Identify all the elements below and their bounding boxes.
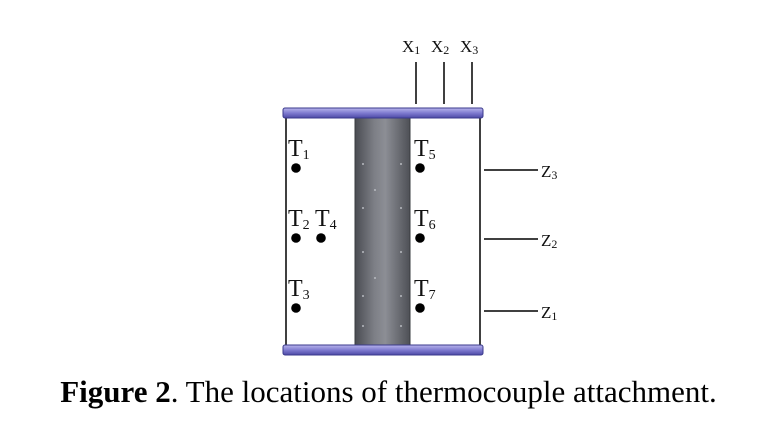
thermocouple-diagram: X1 X2 X3 Z3 Z2 Z1 T1 T2 T4 T3 T5 T6 T7 bbox=[282, 37, 557, 356]
thermocouple-t1-dot bbox=[291, 163, 301, 173]
heater-column bbox=[354, 118, 411, 346]
figure-caption: Figure 2. The locations of thermocouple … bbox=[0, 374, 777, 410]
thermocouple-t4-dot bbox=[316, 233, 326, 243]
x3-label: X3 bbox=[460, 37, 478, 57]
x-probe-lines bbox=[415, 62, 473, 104]
x1-label: X1 bbox=[402, 37, 420, 57]
z-level-lines bbox=[484, 169, 538, 312]
top-plate bbox=[282, 107, 484, 119]
thermocouple-t6-dot bbox=[415, 233, 425, 243]
thermocouple-t4-label: T4 bbox=[315, 206, 337, 233]
thermocouple-t6-label: T6 bbox=[414, 206, 436, 233]
thermocouple-t3-label: T3 bbox=[288, 276, 310, 303]
bottom-plate bbox=[282, 344, 484, 356]
figure-caption-label: Figure 2 bbox=[60, 374, 171, 409]
x2-label: X2 bbox=[431, 37, 449, 57]
thermocouple-t3-dot bbox=[291, 303, 301, 313]
thermocouple-t5-dot bbox=[415, 163, 425, 173]
figure-caption-text: . The locations of thermocouple attachme… bbox=[170, 374, 717, 409]
thermocouple-t1-label: T1 bbox=[288, 136, 310, 163]
thermocouple-t2-label: T2 bbox=[288, 206, 310, 233]
thermocouple-t2-dot bbox=[291, 233, 301, 243]
z2-label: Z2 bbox=[541, 231, 557, 251]
thermocouple-t7-label: T7 bbox=[414, 276, 436, 303]
z1-label: Z1 bbox=[541, 303, 557, 323]
thermocouple-t5-label: T5 bbox=[414, 136, 436, 163]
z3-label: Z3 bbox=[541, 162, 557, 182]
thermocouple-t7-dot bbox=[415, 303, 425, 313]
